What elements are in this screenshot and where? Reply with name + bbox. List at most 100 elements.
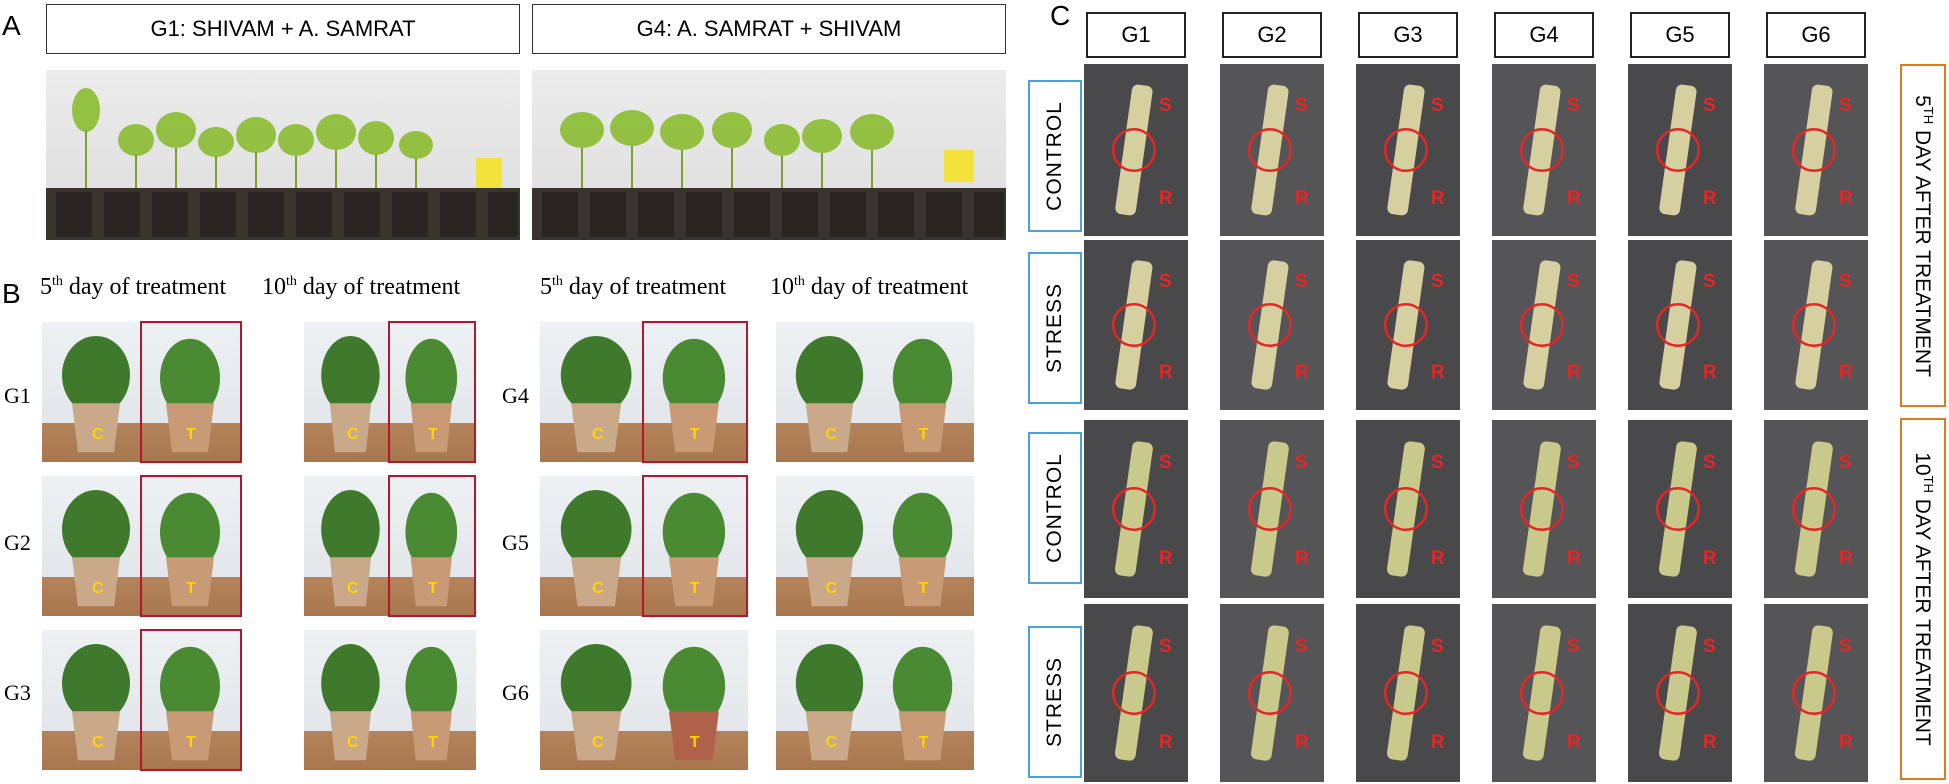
scion-label: S — [1838, 270, 1852, 292]
graft-union-circle — [1791, 127, 1836, 173]
scion-label: S — [1430, 452, 1444, 474]
scion-label: S — [1838, 636, 1852, 658]
treated-pot-label: T — [689, 579, 700, 597]
graft-union-circle — [1383, 670, 1428, 716]
scion-label: S — [1158, 452, 1172, 474]
control-pot-label: C — [347, 425, 359, 443]
scion-label: S — [1294, 452, 1308, 474]
rootstock-label: R — [1566, 548, 1581, 570]
scion-label: S — [1430, 636, 1444, 658]
rootstock-label: R — [1430, 732, 1445, 754]
graft-column-header: G1 — [1086, 12, 1186, 58]
graft-union-circle — [1655, 302, 1700, 348]
scion-label: S — [1702, 452, 1716, 474]
graft-column-header: G3 — [1358, 12, 1458, 58]
rootstock-label: R — [1294, 362, 1309, 384]
graft-union-circle — [1791, 670, 1836, 716]
rootstock-label: R — [1430, 187, 1445, 209]
panel-c-letter: C — [1050, 0, 1071, 31]
graft-column-header: G4 — [1494, 12, 1594, 58]
graft-union-circle — [1111, 670, 1156, 716]
graft-union-circle — [1247, 670, 1292, 716]
panel-a-letter: A — [2, 10, 21, 41]
rootstock-label: R — [1566, 732, 1581, 754]
treated-highlight-box — [388, 321, 476, 463]
rootstock-label: R — [1838, 548, 1853, 570]
control-pot-label: C — [347, 733, 359, 751]
treated-pot-label: T — [427, 733, 438, 751]
scion-label: S — [1294, 636, 1308, 658]
scion-label: S — [1294, 94, 1308, 116]
scion-label: S — [1566, 270, 1580, 292]
control-pot-label: C — [592, 579, 604, 597]
graft-union-circle — [1111, 127, 1156, 173]
treated-highlight-box — [641, 321, 748, 463]
graft-union-circle — [1519, 127, 1564, 173]
panel-b-letter: B — [2, 278, 21, 309]
rootstock-label: R — [1294, 732, 1309, 754]
graft-column-header: G2 — [1222, 12, 1322, 58]
graft-union-circle — [1383, 302, 1428, 348]
treated-highlight-box — [140, 475, 242, 617]
row-label-control-5th: CONTROL — [1028, 80, 1082, 232]
rootstock-label: R — [1158, 187, 1173, 209]
treated-pot-label: T — [689, 733, 700, 751]
rootstock-label: R — [1158, 362, 1173, 384]
scion-label: S — [1158, 270, 1172, 292]
control-pot-label: C — [592, 733, 604, 751]
row-label-g6: G6 — [502, 680, 529, 705]
treated-pot-label: T — [186, 579, 196, 597]
row-label-stress-10th: STRESS — [1028, 626, 1082, 778]
treated-pot-label: T — [918, 579, 929, 597]
treated-highlight-box — [140, 321, 242, 463]
control-pot-label: C — [592, 425, 604, 443]
row-label-stress-5th: STRESS — [1028, 252, 1082, 404]
rootstock-label: R — [1430, 362, 1445, 384]
graft-union-circle — [1519, 486, 1564, 532]
treated-pot-label: T — [427, 425, 438, 443]
graft-union-circle — [1791, 486, 1836, 532]
treated-highlight-box — [641, 475, 748, 617]
scion-label: S — [1158, 94, 1172, 116]
day-header-5th-left: 5th day of treatment — [40, 274, 227, 300]
seedling-tray-photo-left — [46, 70, 520, 240]
rootstock-label: R — [1702, 187, 1717, 209]
scion-label: S — [1702, 94, 1716, 116]
row-label-g2: G2 — [4, 530, 31, 555]
rootstock-label: R — [1838, 187, 1853, 209]
day-header-10th-left: 10th day of treatment — [262, 274, 461, 300]
rootstock-label: R — [1430, 548, 1445, 570]
graft-union-circle — [1383, 127, 1428, 173]
scion-label: S — [1838, 452, 1852, 474]
panel-a-title-left: G1: SHIVAM + A. SAMRAT — [46, 4, 520, 54]
graft-union-circle — [1519, 670, 1564, 716]
treated-pot-label: T — [186, 733, 196, 751]
treated-highlight-box — [388, 475, 476, 617]
day-header-5th-right: 5th day of treatment — [540, 274, 727, 300]
row-label-control-10th: CONTROL — [1028, 432, 1082, 584]
row-label-g5: G5 — [502, 530, 529, 555]
scion-label: S — [1430, 270, 1444, 292]
row-label-g3: G3 — [4, 680, 31, 705]
